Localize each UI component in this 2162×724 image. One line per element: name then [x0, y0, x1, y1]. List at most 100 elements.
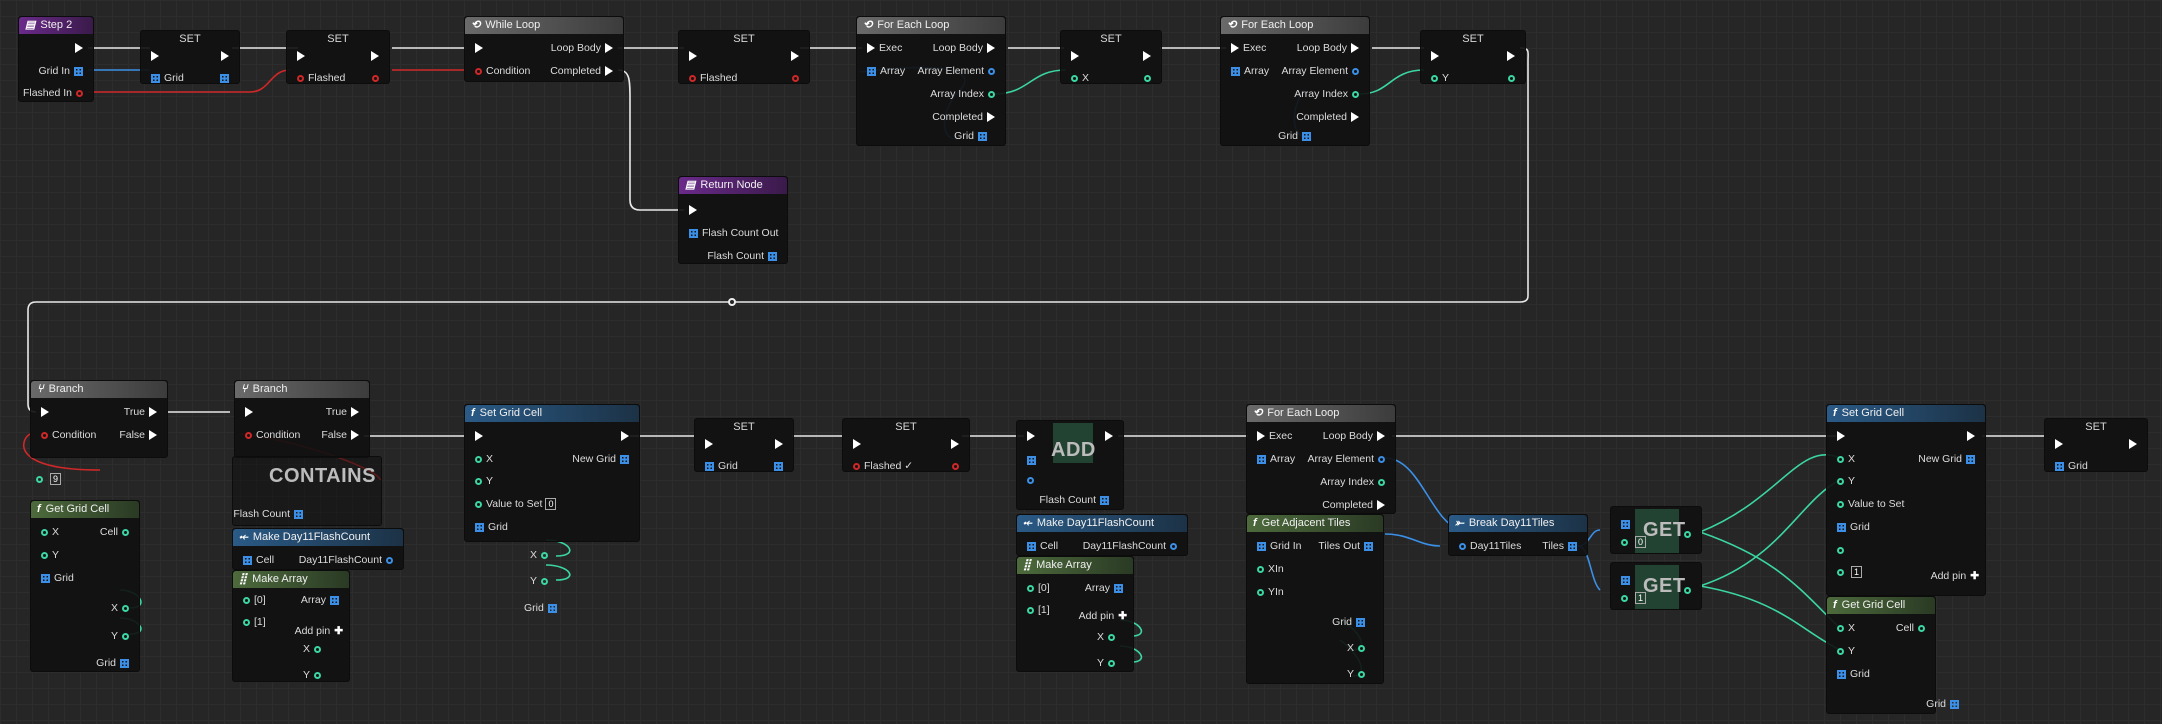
grid-in-pin[interactable]: Grid In — [38, 64, 87, 78]
exec-out-pin[interactable] — [1963, 429, 1979, 443]
branch-node-1[interactable]: ⑂Branch True Condition False — [30, 380, 168, 458]
array-pin[interactable]: Array — [1253, 452, 1295, 466]
y-pin[interactable]: Y — [1833, 474, 1855, 488]
completed-pin[interactable]: Completed — [550, 64, 617, 78]
array-pin[interactable]: Array — [1227, 64, 1269, 78]
flashed-pin[interactable]: Flashed ✓ — [849, 459, 913, 473]
compare-literal-pin[interactable]: 9 — [32, 472, 62, 486]
index0-pin[interactable]: [0] — [1023, 581, 1050, 595]
index0-pin[interactable]: [0] — [239, 593, 266, 607]
array-out-pin[interactable]: Array — [301, 593, 343, 607]
for-each-loop-node-3[interactable]: ⟲For Each Loop Exec Loop Body Array Arra… — [1246, 404, 1396, 514]
for-each-loop-node-1[interactable]: ⟲For Each Loop Exec Loop Body Array Arra… — [856, 16, 1006, 146]
set-flashed-node-3[interactable]: SET Flashed ✓ — [842, 418, 970, 472]
false-pin[interactable]: False — [321, 428, 363, 442]
tiles-out-pin[interactable]: Tiles Out — [1318, 539, 1377, 553]
x-pin[interactable]: X — [471, 452, 493, 466]
exec-out-pin[interactable] — [771, 437, 787, 451]
grid-var-pin[interactable]: Grid — [1926, 697, 1963, 711]
condition-pin[interactable]: Condition — [471, 64, 530, 78]
add-a-pin[interactable] — [1833, 543, 1848, 557]
cell-pin[interactable]: Cell — [239, 553, 274, 567]
loop-body-pin[interactable]: Loop Body — [551, 41, 617, 55]
flash-count-pin[interactable]: Flash Count — [233, 507, 307, 521]
grid-var-pin[interactable]: Grid — [1332, 615, 1369, 629]
add-pin-button[interactable]: Add pin✚ — [294, 625, 343, 637]
exec-in-pin[interactable] — [147, 49, 163, 63]
cell-pin[interactable]: Cell — [1023, 539, 1058, 553]
grid-pin[interactable]: Grid — [1833, 667, 1870, 681]
set-x-node[interactable]: SET X — [1060, 30, 1162, 84]
grid-pin[interactable]: Grid — [1833, 520, 1870, 534]
cell-pin[interactable]: Cell — [100, 525, 133, 539]
set-flashed-node-2[interactable]: SET Flashed — [678, 30, 810, 84]
while-loop-node[interactable]: ⟲While Loop Loop Body Condition Complete… — [464, 16, 624, 82]
flashed-out-pin[interactable] — [948, 459, 963, 473]
exec-in-pin[interactable] — [471, 429, 487, 443]
exec-in-pin[interactable] — [1833, 429, 1849, 443]
value-to-set-pin[interactable]: Value to Set — [1833, 497, 1904, 511]
tiles-pin[interactable]: Tiles — [1542, 539, 1581, 553]
index-pin[interactable]: 1 — [1617, 591, 1647, 605]
grid-pin[interactable]: Grid — [147, 71, 184, 85]
condition-pin[interactable]: Condition — [37, 428, 96, 442]
exec-in-pin[interactable] — [241, 405, 257, 419]
xin-pin[interactable]: XIn — [1253, 562, 1284, 576]
exec-in-pin[interactable] — [293, 49, 309, 63]
new-grid-pin[interactable]: New Grid — [572, 452, 633, 466]
set-grid-node-3[interactable]: SET Grid — [2044, 418, 2148, 472]
step2-node[interactable]: ▤Step 2 Grid In Flashed In — [18, 16, 94, 102]
contains-node[interactable]: CONTAINS Flash Count — [232, 456, 382, 526]
array-index-pin[interactable]: Array Index — [1320, 475, 1389, 489]
true-pin[interactable]: True — [124, 405, 161, 419]
y-var-pin[interactable]: Y — [1347, 667, 1369, 681]
condition-pin[interactable]: Condition — [241, 428, 300, 442]
loop-body-pin[interactable]: Loop Body — [1297, 41, 1363, 55]
exec-out-pin[interactable] — [947, 437, 963, 451]
make-day11flashcount-node-2[interactable]: ⤝Make Day11FlashCount Cell Day11FlashCou… — [1016, 514, 1188, 556]
exec-in-pin[interactable] — [685, 49, 701, 63]
array-index-pin[interactable]: Array Index — [1294, 87, 1363, 101]
index1-pin[interactable]: [1] — [239, 615, 266, 629]
array-pin[interactable]: Array — [863, 64, 905, 78]
exec-in-pin[interactable]: Exec — [1227, 41, 1266, 55]
get-node-0[interactable]: GET 0 — [1610, 506, 1702, 554]
array-pin[interactable] — [1617, 517, 1634, 531]
branch-node-2[interactable]: ⑂Branch True Condition False — [234, 380, 370, 458]
exec-in-pin[interactable] — [471, 41, 487, 55]
break-day11tiles-node[interactable]: ⤜Break Day11Tiles Day11Tiles Tiles — [1448, 514, 1588, 556]
flashed-out-pin[interactable] — [788, 71, 803, 85]
day11flashcount-pin[interactable]: Day11FlashCount — [1083, 539, 1181, 553]
x-pin[interactable]: X — [1833, 621, 1855, 635]
loop-body-pin[interactable]: Loop Body — [1323, 429, 1389, 443]
y-var-pin[interactable]: Y — [1097, 656, 1119, 670]
y-var-pin[interactable]: Y — [530, 574, 552, 588]
exec-in-pin[interactable]: Exec — [863, 41, 902, 55]
array-out-pin[interactable]: Array — [1085, 581, 1127, 595]
grid-in-pin[interactable]: Grid In — [1253, 539, 1302, 553]
x-var-pin[interactable]: X — [111, 601, 133, 615]
y-var-pin[interactable]: Y — [303, 668, 325, 682]
completed-pin[interactable]: Completed — [1296, 110, 1363, 124]
exec-out-pin[interactable] — [71, 41, 87, 55]
out-pin[interactable] — [1680, 527, 1695, 541]
flashed-pin[interactable]: Flashed — [293, 71, 345, 85]
flashed-pin[interactable]: Flashed — [685, 71, 737, 85]
return-node[interactable]: ▤Return Node Flash Count Out Flash Count — [678, 176, 788, 264]
set-y-node[interactable]: SET Y — [1420, 30, 1526, 84]
for-each-loop-node-2[interactable]: ⟲For Each Loop Exec Loop Body Array Arra… — [1220, 16, 1370, 146]
grid-pin[interactable]: Grid — [37, 571, 74, 585]
x-pin[interactable]: X — [1067, 71, 1089, 85]
x-pin[interactable]: X — [37, 525, 59, 539]
exec-out-pin[interactable] — [787, 49, 803, 63]
completed-pin[interactable]: Completed — [1322, 498, 1389, 512]
flashed-checkbox[interactable]: ✓ — [904, 460, 914, 472]
add-pin-button[interactable]: Add pin✚ — [1078, 610, 1127, 622]
y-pin[interactable]: Y — [1833, 644, 1855, 658]
y-pin[interactable]: Y — [37, 548, 59, 562]
set-flashed-node[interactable]: SET Flashed — [286, 30, 390, 84]
